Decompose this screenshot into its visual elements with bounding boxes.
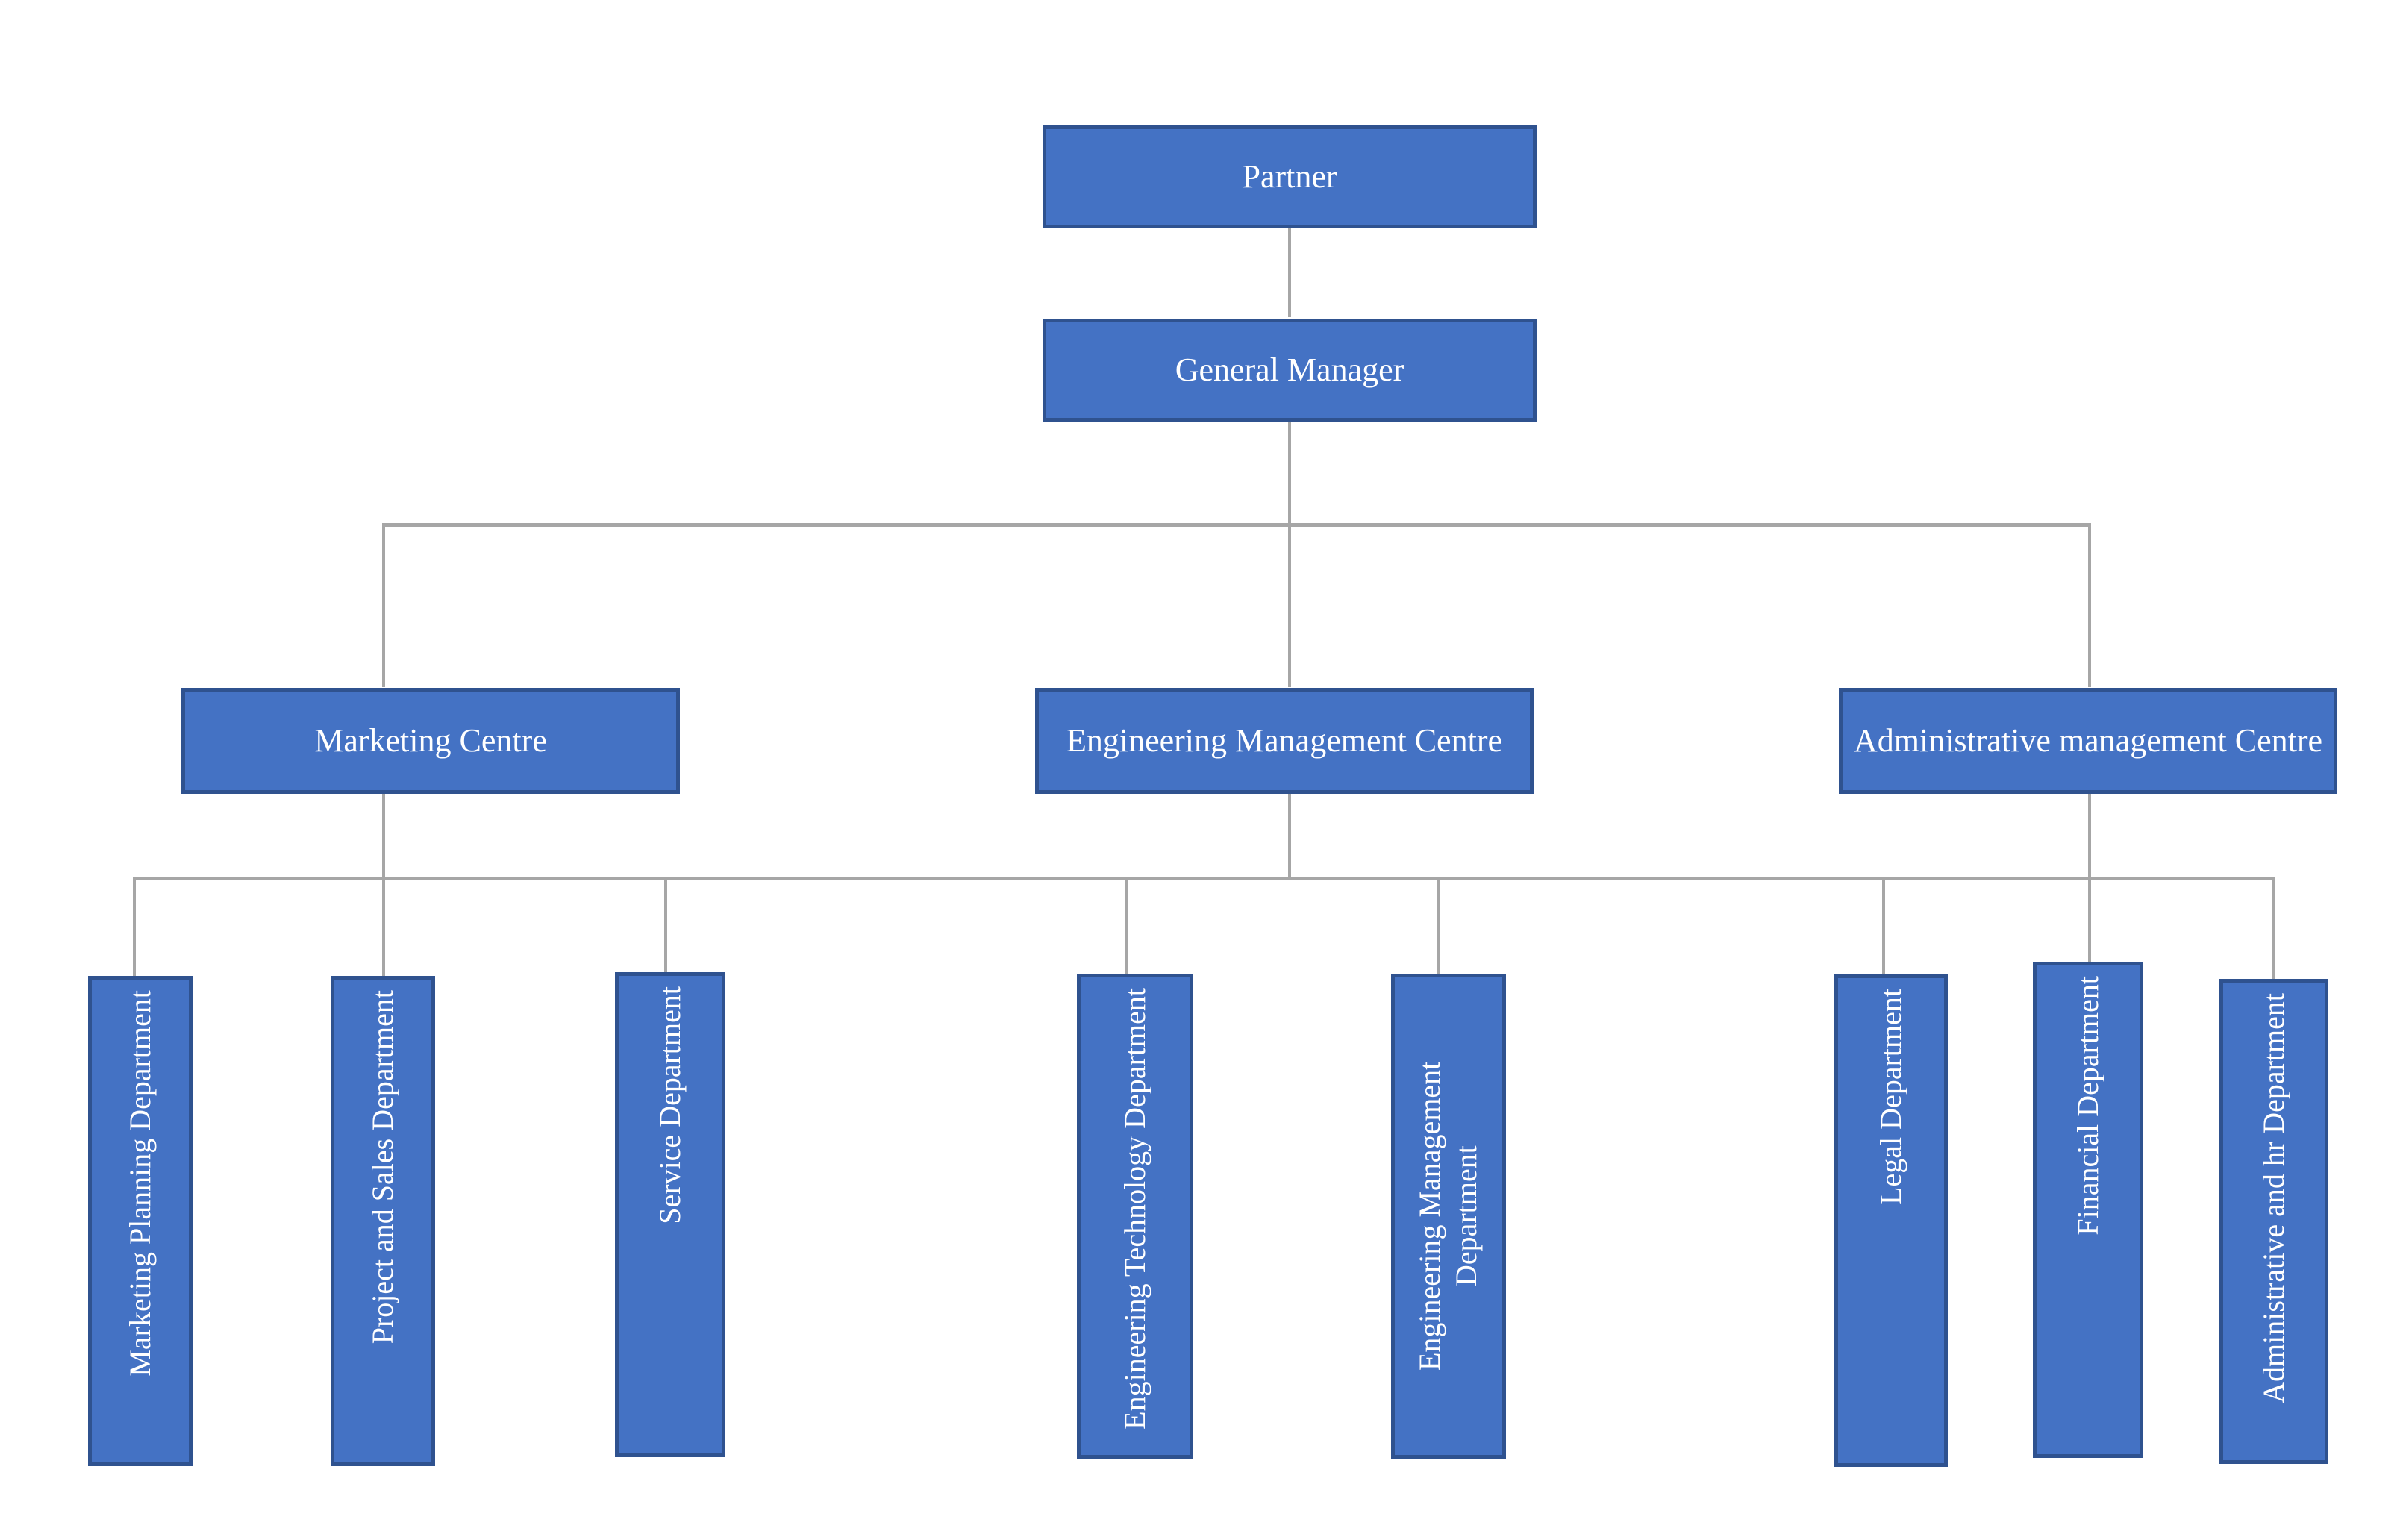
connector-drop-service-department (664, 877, 667, 972)
node-general-manager[interactable]: General Manager (1043, 319, 1537, 422)
node-financial-department[interactable]: Financial Department (2033, 962, 2143, 1458)
node-project-and-sales-department[interactable]: Project and Sales Department (331, 976, 435, 1466)
node-engineering-management-centre[interactable]: Engineering Management Centre (1035, 688, 1534, 794)
node-administrative-management-centre-label: Administrative management Centre (1853, 722, 2323, 760)
node-engineering-technology-department[interactable]: Engineering Technology Department (1077, 974, 1193, 1459)
connector-level2-bus (382, 523, 2091, 527)
connector-drop-financial-department (2088, 877, 2091, 962)
node-administrative-and-hr-department-label: Administrative and hr Department (2256, 993, 2290, 1403)
node-project-and-sales-department-label: Project and Sales Department (365, 990, 399, 1345)
node-engineering-management-department[interactable]: Engineering Management Department (1391, 974, 1506, 1459)
node-engineering-management-centre-label: Engineering Management Centre (1066, 722, 1502, 760)
node-partner[interactable]: Partner (1043, 125, 1537, 228)
node-engineering-management-department-label: Engineering Management Department (1413, 1061, 1483, 1371)
node-legal-department-label: Legal Department (1873, 989, 1907, 1205)
connector-drop-engineering-management-department (1437, 877, 1440, 974)
node-service-department-label: Service Department (652, 986, 687, 1224)
node-marketing-planning-department[interactable]: Marketing Planning Department (88, 976, 193, 1466)
connector-engineering-centre-stem (1288, 794, 1291, 878)
connector-drop-marketing-centre (382, 523, 385, 687)
connector-drop-engineering-technology-department (1125, 877, 1128, 974)
node-financial-department-label: Financial Department (2070, 976, 2104, 1236)
connector-administrative-centre-stem (2088, 794, 2091, 878)
connector-general-manager-stem (1288, 420, 1291, 525)
node-administrative-and-hr-department[interactable]: Administrative and hr Department (2219, 979, 2328, 1464)
node-marketing-planning-department-label: Marketing Planning Department (122, 990, 157, 1377)
node-marketing-centre[interactable]: Marketing Centre (181, 688, 680, 794)
connector-level3-bus (133, 877, 2272, 880)
node-engineering-technology-department-label: Engineering Technology Department (1117, 988, 1151, 1430)
connector-drop-engineering-management-centre (1288, 523, 1291, 687)
connector-drop-legal-department (1882, 877, 1885, 974)
connector-marketing-centre-stem (382, 794, 385, 878)
node-partner-label: Partner (1242, 158, 1337, 195)
connector-drop-project-and-sales-department (382, 877, 385, 976)
connector-partner-to-general-manager (1288, 228, 1291, 317)
node-legal-department[interactable]: Legal Department (1834, 974, 1948, 1467)
node-marketing-centre-label: Marketing Centre (314, 722, 547, 760)
connector-drop-marketing-planning-department (133, 877, 136, 976)
node-general-manager-label: General Manager (1175, 351, 1404, 389)
connector-drop-administrative-and-hr-department (2272, 877, 2275, 979)
node-service-department[interactable]: Service Department (615, 972, 725, 1457)
connector-drop-administrative-management-centre (2088, 523, 2091, 687)
node-administrative-management-centre[interactable]: Administrative management Centre (1839, 688, 2337, 794)
